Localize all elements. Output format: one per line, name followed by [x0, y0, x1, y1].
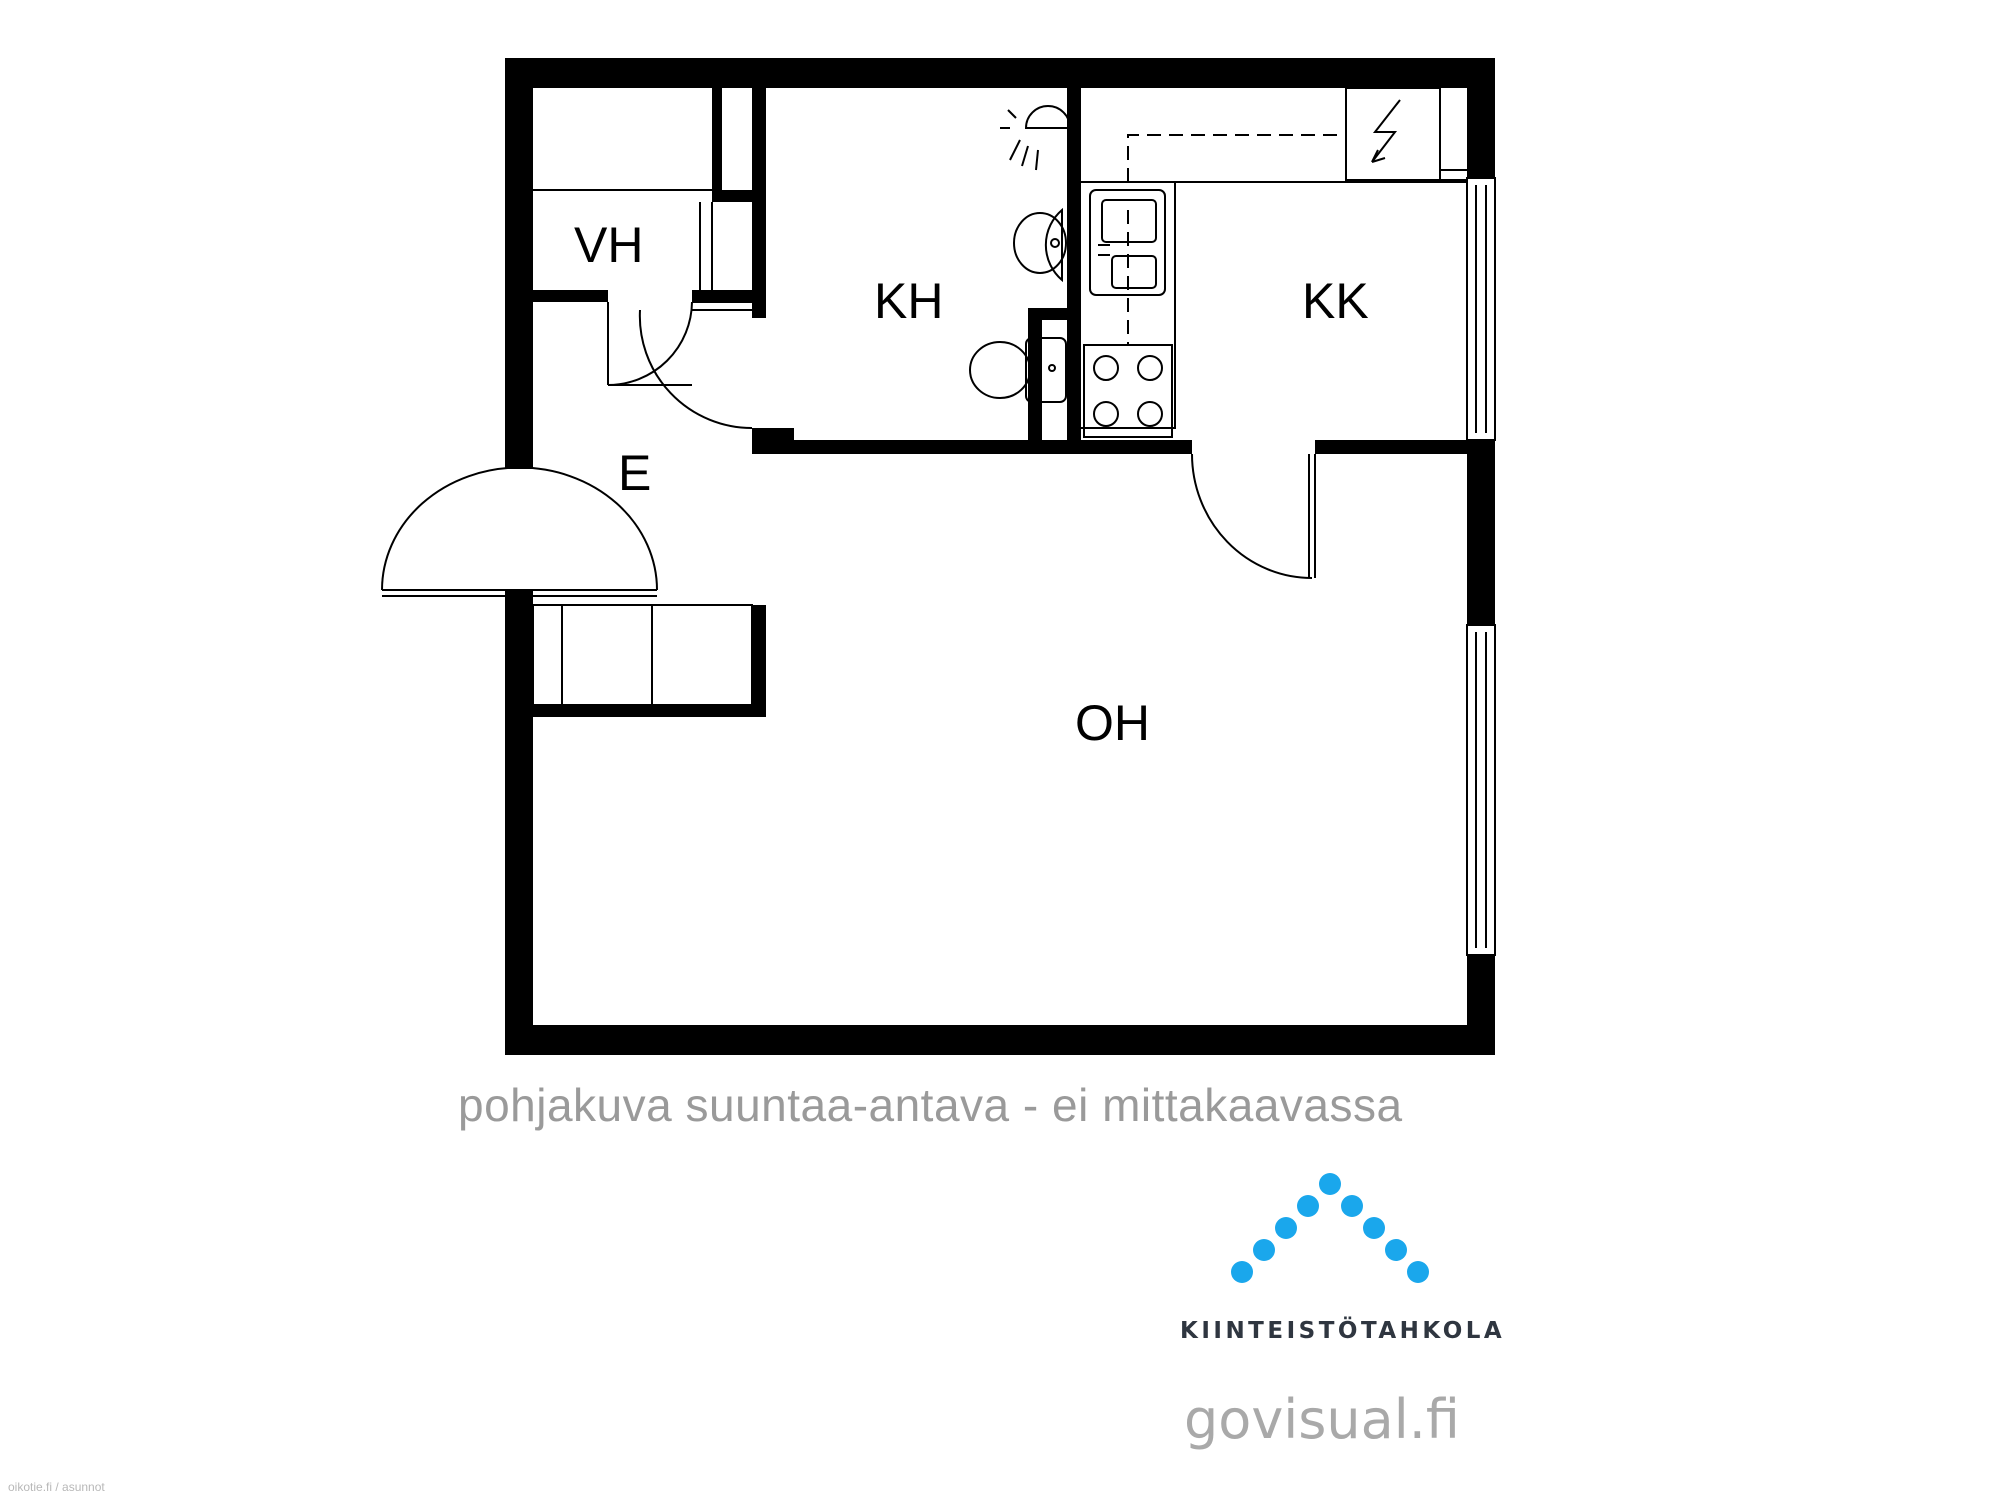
outer-walls: [505, 58, 1495, 1055]
window-lower: [1466, 624, 1496, 956]
door-kh: [638, 301, 753, 430]
room-label-kk: KK: [1302, 273, 1369, 329]
disclaimer-text: pohjakuva suuntaa-antava - ei mittakaava…: [458, 1079, 1403, 1131]
washbasin-icon: [1013, 207, 1067, 283]
wardrobe: [532, 604, 753, 706]
door-oh: [1191, 453, 1316, 579]
kitchen-counter: [1081, 134, 1467, 429]
toilet-icon: [969, 337, 1067, 403]
logo-dots: [1231, 1173, 1429, 1283]
interior-walls: [533, 88, 1467, 717]
floor-plan: VH KH KK E OH: [381, 58, 1496, 1055]
vh-closet: [533, 189, 713, 290]
stove-icon: [1083, 344, 1173, 438]
electric-panel-icon: [1345, 87, 1467, 181]
shower-icon: [1000, 105, 1072, 171]
room-label-e: E: [618, 445, 651, 501]
room-label-kh: KH: [874, 273, 943, 329]
room-label-vh: VH: [574, 217, 643, 273]
brand-name: KIINTEISTÖTAHKOLA: [1180, 1318, 1506, 1344]
window-upper: [1466, 177, 1496, 441]
credit-text: oikotie.fi / asunnot: [8, 1480, 105, 1494]
website-text: govisual.fi: [1184, 1388, 1460, 1451]
room-label-oh: OH: [1075, 695, 1150, 751]
entrance-door: [381, 466, 658, 597]
brand-logo-icon: [1231, 1173, 1429, 1283]
sink-icon: [1089, 189, 1166, 344]
door-vh: [607, 301, 693, 386]
